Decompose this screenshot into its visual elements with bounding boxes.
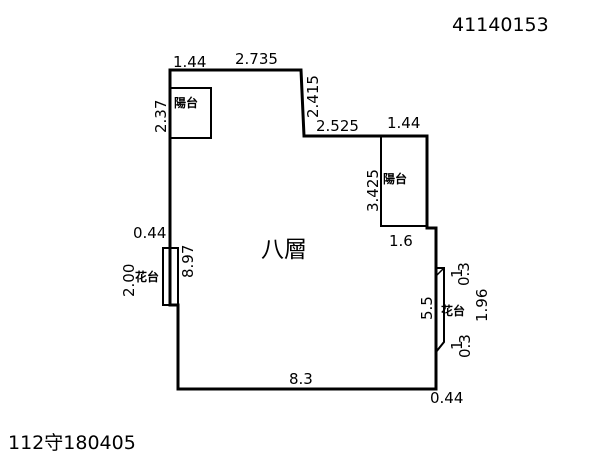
dim-bottom-width: 8.3 (289, 370, 313, 388)
dim-left-offset: 0.44 (133, 224, 166, 242)
balcony-label-right: 陽台 (383, 171, 407, 186)
dim-left-planter: 2.00 (120, 264, 138, 297)
planter-label-left: 花台 (135, 269, 159, 284)
dim-left-height: 8.97 (179, 245, 197, 278)
planter-label-right: 花台 (441, 303, 465, 318)
planter-right (435, 267, 445, 353)
dim-right-planter-bottom: 0.3 (456, 334, 474, 358)
document-number: 41140153 (452, 14, 549, 36)
dim-right-planter-bottom-gap: 1 (448, 340, 466, 350)
footer-code: 112守180405 (8, 432, 136, 454)
dim-right-planter-top: 0.3 (455, 262, 473, 286)
dim-top-left-width: 1.44 (173, 53, 206, 71)
dim-top-middle-width: 2.735 (235, 50, 278, 68)
dim-notch-width: 2.525 (316, 117, 359, 135)
dim-right-planter-length: 1.96 (473, 289, 491, 322)
dim-right-balcony-width: 1.44 (387, 114, 420, 132)
planter-left (162, 247, 179, 306)
balcony-right (380, 136, 427, 227)
dim-bottom-offset: 0.44 (430, 389, 463, 407)
dim-right-step: 1.6 (389, 232, 413, 250)
dim-right-planter-depth: 5.5 (418, 296, 436, 320)
floor-label: 八層 (261, 237, 307, 263)
balcony-left-top (170, 87, 212, 139)
dim-right-balcony-height: 3.425 (364, 169, 382, 212)
dim-right-planter-top-gap: 1 (448, 268, 466, 278)
planter-right-divider (435, 267, 445, 277)
dim-notch-height: 2.415 (304, 75, 322, 118)
dim-top-left-height: 2.37 (152, 100, 170, 133)
balcony-label-left: 陽台 (174, 95, 198, 110)
